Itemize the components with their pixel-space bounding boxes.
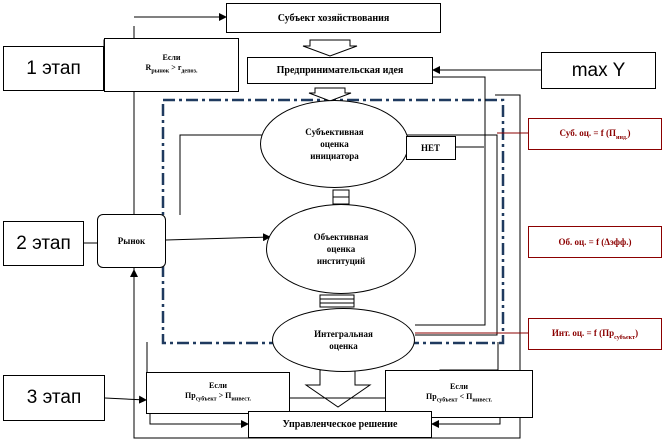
ellipse-subjective: Субъективная оценка инициатора xyxy=(260,100,409,188)
market-box: Рынок xyxy=(97,214,166,268)
block-arrow-2 xyxy=(308,87,352,102)
condition2-if: Если xyxy=(209,381,227,391)
market-label: Рынок xyxy=(117,236,146,246)
cond-right-arrow xyxy=(431,418,501,428)
subject-box: Субъект хозяйствования xyxy=(226,3,441,33)
subject-label: Субъект хозяйствования xyxy=(277,12,390,24)
formula3-text: Инт. оц. = f (Прсубъект) xyxy=(551,327,639,341)
condition1-box: Если Rрынок > rдепоз. xyxy=(104,38,239,92)
ellipse-integral: Интегральная оценка xyxy=(272,308,415,372)
net-label: НЕТ xyxy=(421,143,441,153)
ellipse-objective: Объективная оценка институций xyxy=(266,204,416,294)
stage3-box: 3 этап xyxy=(3,375,105,421)
formula1-box: Суб. оц. = f (Пинд.) xyxy=(528,118,662,150)
idea-loop xyxy=(415,76,486,326)
formula1-text: Суб. оц. = f (Пинд.) xyxy=(559,127,631,141)
condition1-expression: Rрынок > rдепоз. xyxy=(145,63,198,75)
idea-label: Предпринимательская идея xyxy=(276,65,404,76)
cond-left-arrow xyxy=(149,414,249,428)
formula2-text: Об. оц. = f (Δэфф.) xyxy=(558,237,632,247)
connector-2-3 xyxy=(319,294,355,308)
formula3-box: Инт. оц. = f (Прсубъект) xyxy=(528,318,662,350)
maxy-box: max Y xyxy=(541,52,656,89)
formula2-box: Об. оц. = f (Δэфф.) xyxy=(528,226,662,258)
maxy-label: max Y xyxy=(571,59,626,81)
condition2-box: Если Прсубъект > Пинвест. xyxy=(146,372,290,414)
condition3-expression: Прсубъект < Пинвест. xyxy=(426,392,492,404)
block-arrow-1 xyxy=(302,39,358,57)
stage1-box: 1 этап xyxy=(3,46,104,91)
stage2-label: 2 этап xyxy=(16,232,71,254)
ellipse1-label: Субъективная оценка инициатора xyxy=(305,127,364,161)
market-to-ellipse2 xyxy=(165,233,271,242)
stage2-box: 2 этап xyxy=(3,221,84,266)
net-box: НЕТ xyxy=(406,136,456,160)
decision-label: Управленческое решение xyxy=(282,419,398,430)
condition2-expression: Прсубъект > Пинвест. xyxy=(185,391,251,403)
condition1-if: Если xyxy=(162,53,181,63)
block-arrow-3 xyxy=(304,369,372,408)
condition3-if: Если xyxy=(450,382,468,392)
stage1-label: 1 этап xyxy=(26,57,81,79)
ellipse2-label: Объективная оценка институций xyxy=(313,232,369,266)
condition3-box: Если Прсубъект < Пинвест. xyxy=(385,370,533,418)
ellipse3-label: Интегральная оценка xyxy=(314,329,373,351)
feedback-line xyxy=(179,134,498,336)
decision-box: Управленческое решение xyxy=(248,411,432,438)
stage3-arrow xyxy=(104,395,147,404)
idea-box: Предпринимательская идея xyxy=(247,57,433,84)
stage3-label: 3 этап xyxy=(26,387,82,408)
